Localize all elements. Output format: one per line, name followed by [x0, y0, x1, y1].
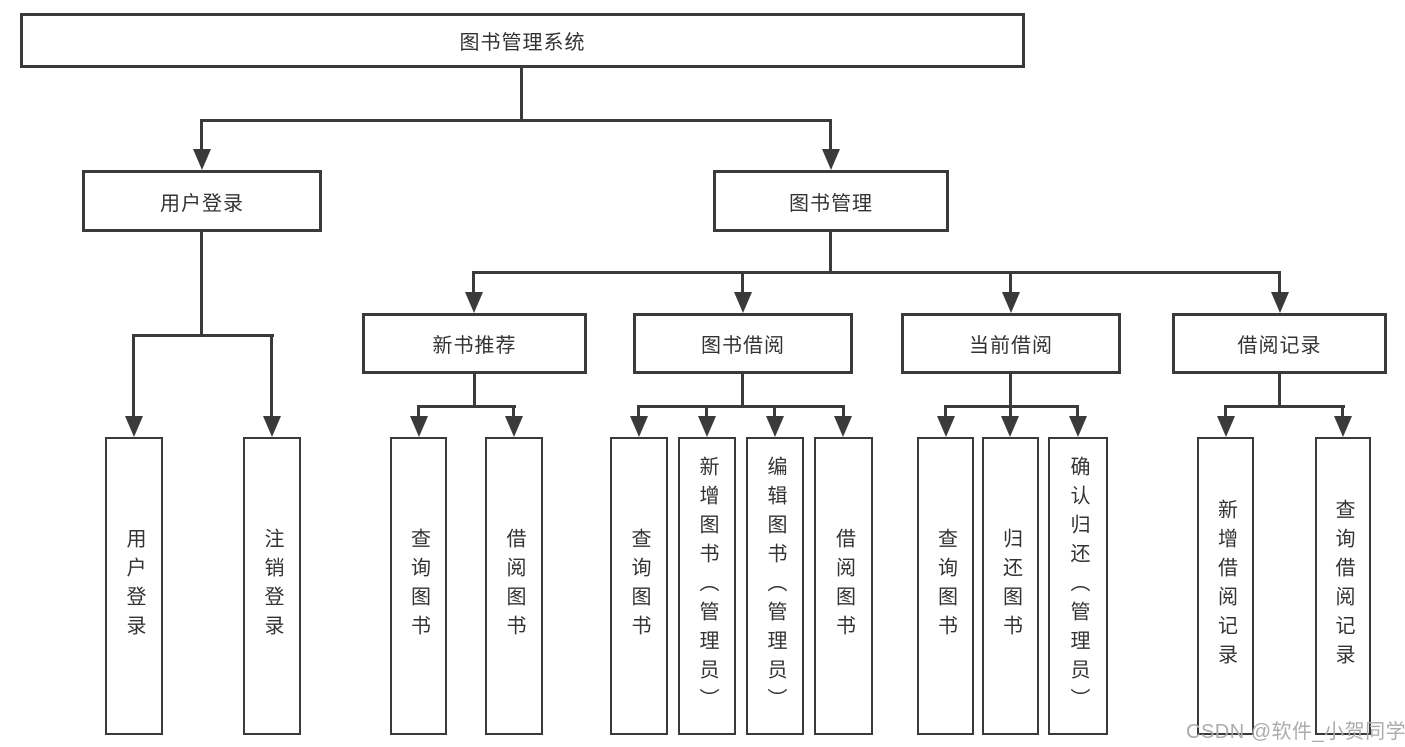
- node-user-login: 用户登录: [82, 170, 322, 232]
- node-label: 查询借阅记录: [1332, 499, 1354, 673]
- node-new-book-recommendation: 新书推荐: [362, 313, 587, 374]
- arrow-down-icon: [822, 149, 840, 170]
- arrow-down-icon: [410, 416, 428, 437]
- connector-bar: [637, 405, 845, 408]
- arrow-down-icon: [505, 416, 523, 437]
- node-label: 确认归还（管理员）: [1067, 455, 1089, 717]
- leaf-borrow-books: 借阅图书: [814, 437, 873, 735]
- connector-stem: [829, 119, 832, 151]
- connector-stem: [472, 271, 475, 294]
- connector-level2-bar: [472, 271, 1281, 274]
- connector-stem: [200, 119, 203, 151]
- connector-stem: [1278, 271, 1281, 294]
- leaf-return-books: 归还图书: [982, 437, 1039, 735]
- node-label: 查询图书: [628, 528, 650, 644]
- connector-stem: [512, 405, 515, 418]
- leaf-query-books-recommend: 查询图书: [390, 437, 447, 735]
- leaf-add-borrow-record: 新增借阅记录: [1197, 437, 1254, 735]
- node-book-borrowing: 图书借阅: [633, 313, 853, 374]
- arrow-down-icon: [766, 416, 784, 437]
- connector-stem: [417, 405, 420, 418]
- connector-trunk: [473, 374, 476, 407]
- connector-stem: [1224, 405, 1227, 418]
- arrow-down-icon: [1002, 292, 1020, 313]
- arrow-down-icon: [834, 416, 852, 437]
- watermark-text: CSDN @软件_小贺同学: [1186, 721, 1405, 743]
- node-label: 注销登录: [261, 528, 283, 644]
- connector-stem: [270, 334, 273, 417]
- leaf-user-login: 用户登录: [105, 437, 163, 735]
- arrow-down-icon: [263, 416, 281, 437]
- arrow-down-icon: [465, 292, 483, 313]
- node-label: 图书借阅: [701, 335, 785, 357]
- leaf-query-books-current: 查询图书: [917, 437, 974, 735]
- node-label: 借阅图书: [832, 528, 855, 644]
- connector-stem: [773, 405, 776, 418]
- node-borrowing-records: 借阅记录: [1172, 313, 1387, 374]
- connector-stem: [1009, 271, 1012, 294]
- arrow-down-icon: [734, 292, 752, 313]
- connector-bar: [1224, 405, 1345, 408]
- connector-root-trunk: [520, 68, 523, 121]
- connector-user-login-bar: [132, 334, 274, 337]
- connector-stem: [1009, 405, 1012, 418]
- arrow-down-icon: [1271, 292, 1289, 313]
- arrow-down-icon: [698, 416, 716, 437]
- leaf-query-books-borrow: 查询图书: [610, 437, 668, 735]
- node-label: 用户登录: [123, 528, 145, 644]
- connector-stem: [705, 405, 708, 418]
- node-label: 图书管理系统: [459, 32, 586, 54]
- node-label: 借阅图书: [503, 528, 525, 644]
- connector-user-login-trunk: [200, 232, 203, 336]
- node-label: 用户登录: [160, 192, 244, 215]
- node-label: 借阅记录: [1237, 335, 1322, 357]
- leaf-logout: 注销登录: [243, 437, 301, 735]
- connector-stem: [944, 405, 947, 418]
- node-library-system: 图书管理系统: [20, 13, 1025, 68]
- leaf-confirm-return-admin: 确认归还（管理员）: [1048, 437, 1108, 735]
- arrow-down-icon: [125, 416, 143, 437]
- connector-bar: [417, 405, 516, 408]
- node-label: 图书管理: [789, 192, 873, 215]
- node-label: 查询图书: [934, 528, 957, 644]
- connector-stem: [1076, 405, 1079, 418]
- connector-trunk: [1278, 374, 1281, 407]
- arrow-down-icon: [1001, 416, 1019, 437]
- node-current-borrowing: 当前借阅: [901, 313, 1121, 374]
- leaf-borrow-books-recommend: 借阅图书: [485, 437, 543, 735]
- leaf-add-books-admin: 新增图书（管理员）: [678, 437, 736, 735]
- arrow-down-icon: [1334, 416, 1352, 437]
- arrow-down-icon: [1069, 416, 1087, 437]
- node-label: 归还图书: [999, 528, 1022, 644]
- arrow-down-icon: [1217, 416, 1235, 437]
- node-label: 编辑图书（管理员）: [764, 455, 786, 717]
- connector-stem: [637, 405, 640, 418]
- arrow-down-icon: [630, 416, 648, 437]
- node-label: 新增图书（管理员）: [696, 455, 718, 717]
- node-label: 新增借阅记录: [1214, 499, 1237, 673]
- leaf-query-borrow-record: 查询借阅记录: [1315, 437, 1371, 735]
- connector-stem: [842, 405, 845, 418]
- connector-stem: [132, 334, 135, 417]
- node-label: 查询图书: [407, 528, 430, 644]
- arrow-down-icon: [193, 149, 211, 170]
- connector-stem: [741, 271, 744, 294]
- connector-level1-bar: [200, 119, 832, 122]
- node-book-management: 图书管理: [713, 170, 949, 232]
- connector-book-management-trunk: [829, 232, 832, 274]
- connector-trunk: [741, 374, 744, 407]
- node-label: 当前借阅: [969, 335, 1053, 357]
- arrow-down-icon: [937, 416, 955, 437]
- connector-trunk: [1009, 374, 1012, 407]
- node-label: 新书推荐: [432, 335, 517, 357]
- connector-stem: [1341, 405, 1344, 418]
- leaf-edit-books-admin: 编辑图书（管理员）: [746, 437, 804, 735]
